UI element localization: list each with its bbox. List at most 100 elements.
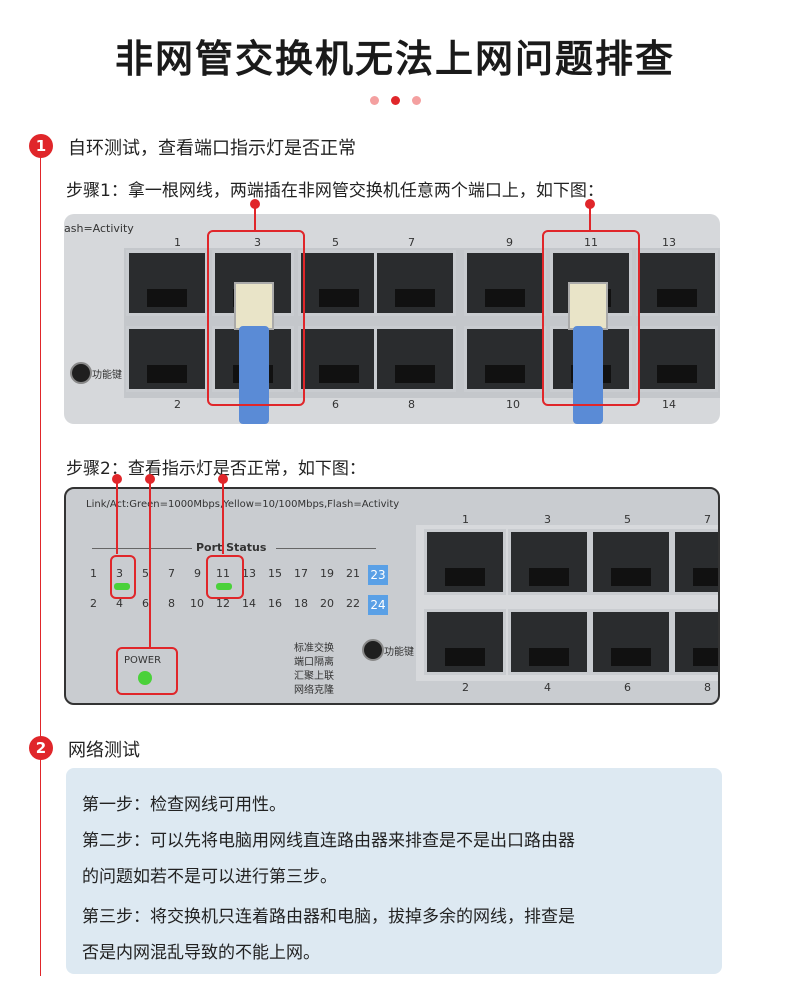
port-label: 8 bbox=[408, 398, 415, 411]
port-label: 13 bbox=[662, 236, 676, 249]
rj45-port bbox=[508, 609, 590, 675]
step-line: 否是内网混乱导致的不能上网。 bbox=[82, 943, 320, 963]
port-label: 3 bbox=[544, 513, 551, 526]
led-number: 8 bbox=[168, 597, 175, 610]
port-label: 6 bbox=[624, 681, 631, 694]
rj45-port bbox=[672, 609, 718, 675]
step-line: 的问题如若不是可以进行第三步。 bbox=[82, 867, 337, 887]
rj45-plug bbox=[234, 282, 274, 330]
sfp-port-23: 23 bbox=[368, 565, 388, 585]
mode-label: 汇聚上联 bbox=[294, 671, 334, 682]
port-label: 7 bbox=[408, 236, 415, 249]
rj45-port bbox=[374, 250, 456, 316]
network-cable bbox=[573, 326, 603, 424]
led-number: 14 bbox=[242, 597, 256, 610]
led-number: 12 bbox=[216, 597, 230, 610]
legend-fragment: ash=Activity bbox=[64, 222, 134, 235]
port-label: 7 bbox=[704, 513, 711, 526]
rj45-port bbox=[636, 326, 718, 392]
marker-dot bbox=[585, 199, 595, 209]
led-number: 16 bbox=[268, 597, 282, 610]
port-label: 9 bbox=[506, 236, 513, 249]
led-number: 5 bbox=[142, 567, 149, 580]
rj45-plug bbox=[568, 282, 608, 330]
led-number: 4 bbox=[116, 597, 123, 610]
highlight-port-3 bbox=[207, 230, 305, 406]
function-key-button bbox=[362, 639, 384, 661]
led-number: 20 bbox=[320, 597, 334, 610]
divider bbox=[92, 548, 192, 549]
network-cable bbox=[239, 326, 269, 424]
switch-photo-2: Link/Act:Green=1000Mbps,Yellow=10/100Mbp… bbox=[64, 487, 720, 705]
rj45-port bbox=[298, 250, 380, 316]
led-legend: Link/Act:Green=1000Mbps,Yellow=10/100Mbp… bbox=[86, 499, 400, 510]
port-label: 1 bbox=[174, 236, 181, 249]
timeline-line bbox=[40, 146, 41, 976]
port-label: 14 bbox=[662, 398, 676, 411]
divider bbox=[276, 548, 376, 549]
rj45-port bbox=[508, 529, 590, 595]
dot-decoration bbox=[411, 96, 421, 105]
port-label: 4 bbox=[544, 681, 551, 694]
sfp-port-24: 24 bbox=[368, 595, 388, 615]
rj45-port bbox=[424, 529, 506, 595]
port-label: 6 bbox=[332, 398, 339, 411]
port-label: 3 bbox=[254, 236, 261, 249]
function-key-label: 功能键 bbox=[384, 647, 414, 658]
marker-line bbox=[222, 480, 224, 554]
power-led bbox=[138, 671, 152, 685]
led-number: 13 bbox=[242, 567, 256, 580]
section-number-1: 1 bbox=[29, 134, 53, 158]
highlight-power bbox=[116, 647, 178, 695]
led-port-11 bbox=[216, 583, 232, 590]
led-number: 3 bbox=[116, 567, 123, 580]
step2-text: 步骤2：查看指示灯是否正常，如下图： bbox=[66, 459, 366, 479]
port-label: 10 bbox=[506, 398, 520, 411]
dot-decoration bbox=[390, 96, 400, 105]
led-port-3 bbox=[114, 583, 130, 590]
rj45-port bbox=[424, 609, 506, 675]
mode-label: 网络克隆 bbox=[294, 685, 334, 696]
rj45-port bbox=[464, 326, 546, 392]
marker-line bbox=[149, 480, 151, 648]
led-number: 18 bbox=[294, 597, 308, 610]
highlight-port-11 bbox=[542, 230, 640, 406]
port-label: 8 bbox=[704, 681, 711, 694]
port-label: 11 bbox=[584, 236, 598, 249]
port-label: 1 bbox=[462, 513, 469, 526]
marker-dot bbox=[145, 474, 155, 484]
section-number-2: 2 bbox=[29, 736, 53, 760]
mode-label: 标准交换 bbox=[294, 643, 334, 654]
rj45-port bbox=[464, 250, 546, 316]
port-label: 2 bbox=[462, 681, 469, 694]
port-status-label: Port Status bbox=[196, 541, 267, 554]
led-number: 15 bbox=[268, 567, 282, 580]
step-line: 第三步：将交换机只连着路由器和电脑，拔掉多余的网线，排查是 bbox=[82, 907, 575, 927]
port-label: 2 bbox=[174, 398, 181, 411]
rj45-port bbox=[672, 529, 718, 595]
rj45-port bbox=[590, 609, 672, 675]
switch-photo-1: ash=Activity 1 3 5 7 9 11 13 2 4 6 8 10 … bbox=[64, 214, 720, 424]
page-title: 非网管交换机无法上网问题排查 bbox=[114, 37, 675, 81]
power-label: POWER bbox=[124, 655, 162, 666]
function-key-button bbox=[70, 362, 92, 384]
network-test-box bbox=[66, 768, 722, 974]
rj45-port bbox=[126, 250, 208, 316]
step1-text: 步骤1：拿一根网线，两端插在非网管交换机任意两个端口上，如下图： bbox=[66, 181, 604, 201]
section1-heading: 自环测试，查看端口指示灯是否正常 bbox=[68, 138, 356, 159]
dot-decoration bbox=[369, 96, 379, 105]
led-number: 22 bbox=[346, 597, 360, 610]
port-label: 5 bbox=[332, 236, 339, 249]
marker-line bbox=[589, 206, 591, 232]
led-number: 17 bbox=[294, 567, 308, 580]
led-number: 10 bbox=[190, 597, 204, 610]
marker-dot bbox=[112, 474, 122, 484]
marker-line bbox=[116, 480, 118, 554]
led-number: 19 bbox=[320, 567, 334, 580]
marker-line bbox=[254, 206, 256, 232]
led-number: 1 bbox=[90, 567, 97, 580]
section2-heading: 网络测试 bbox=[68, 740, 140, 761]
led-number: 11 bbox=[216, 567, 230, 580]
port-label: 5 bbox=[624, 513, 631, 526]
rj45-port bbox=[374, 326, 456, 392]
